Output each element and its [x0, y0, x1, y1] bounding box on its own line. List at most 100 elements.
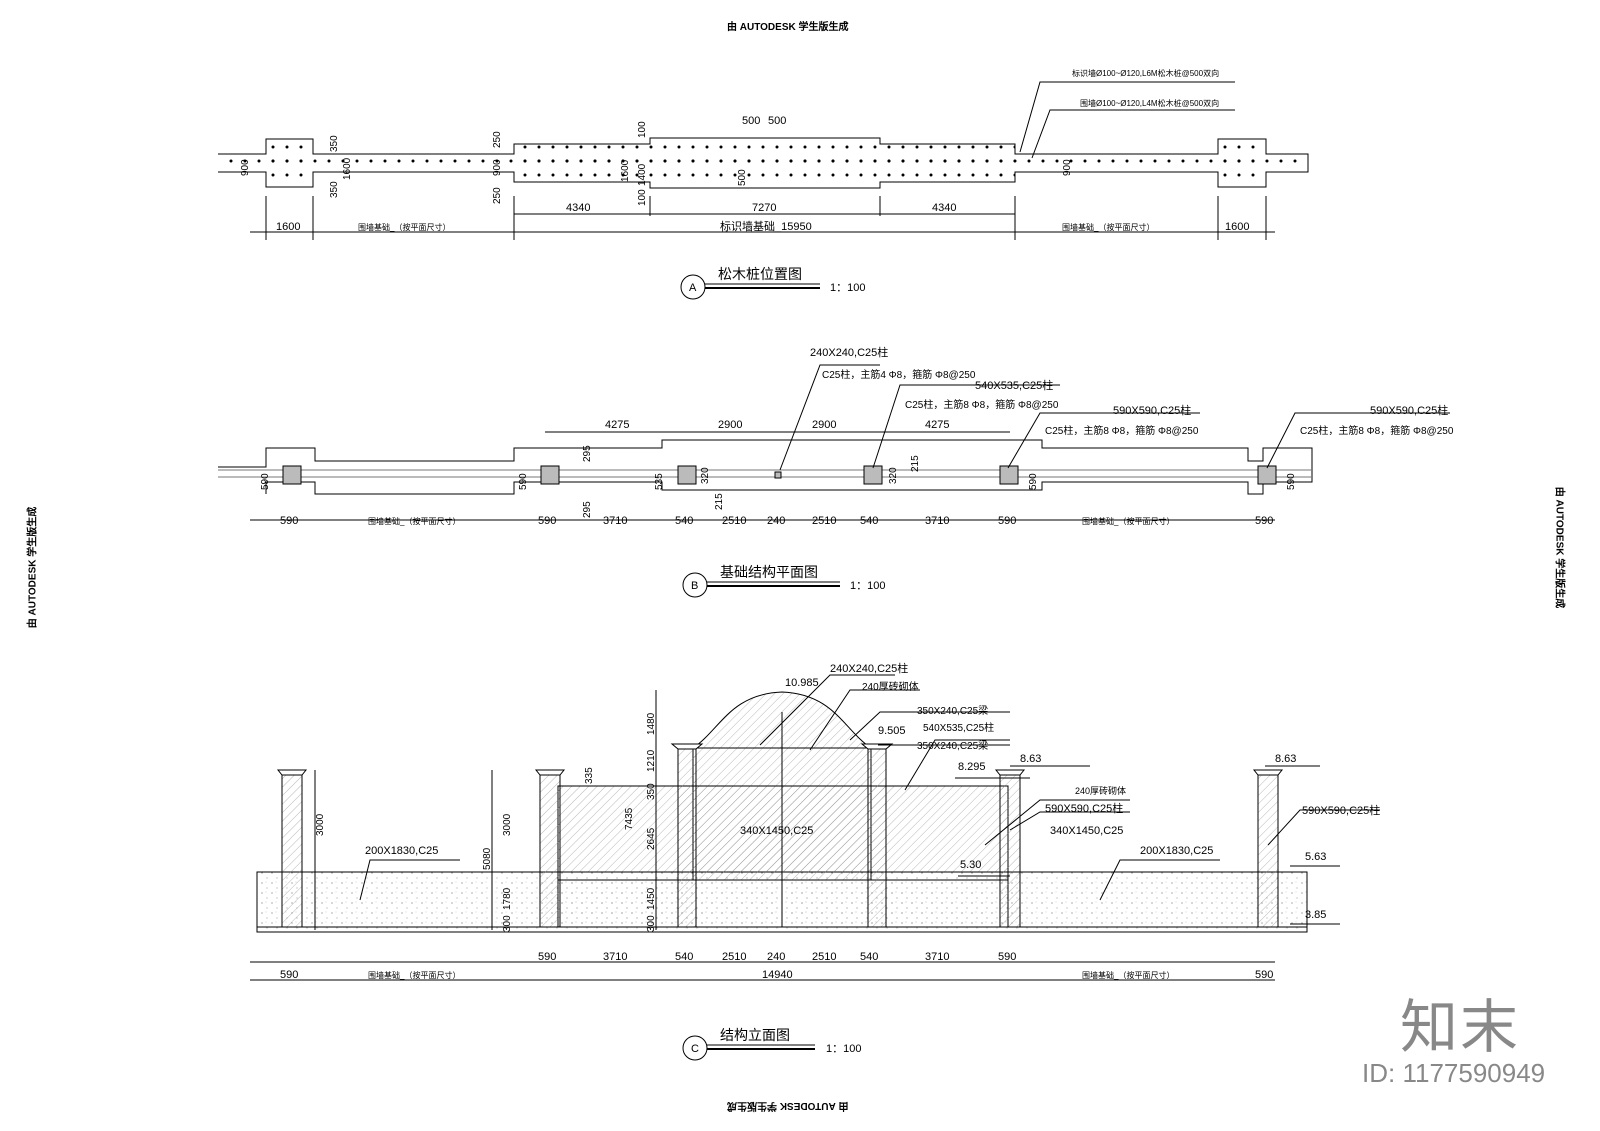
elev-c-level-6: 5.30 — [960, 859, 981, 871]
elev-c-label-11: 200X1830,C25 — [1140, 845, 1213, 857]
plan-b-bot-8: 3710 — [925, 515, 949, 527]
plan-b-top-4275a: 4275 — [605, 419, 629, 431]
plan-a-v-250a: 250 — [492, 131, 503, 148]
plan-b-v-215b: 215 — [910, 455, 921, 472]
plan-a-text: A 松木桩位置图 1：100 标识墙Ø100~Ø120,L6M松木桩@500双向… — [240, 68, 1249, 294]
elev-c-level-4: 8.63 — [1275, 753, 1296, 765]
elev-c-bot2-1: 14940 — [762, 969, 793, 981]
elev-c-bot-5: 2510 — [812, 951, 836, 963]
elev-c-bot-1: 3710 — [603, 951, 627, 963]
plan-b-v-535: 535 — [654, 473, 665, 490]
elev-c-bot2-0: 590 — [280, 969, 298, 981]
plan-a-dim-7270: 7270 — [752, 202, 776, 214]
elev-c-v-1450: 1450 — [646, 887, 657, 910]
elev-c-label-3: 540X535,C25柱 — [923, 721, 994, 734]
elev-c-label-5: 240厚砖砌体 — [1075, 785, 1126, 796]
elev-c-label-6: 590X590,C25柱 — [1045, 801, 1123, 815]
elev-c-v-300b: 300 — [646, 915, 657, 932]
plan-b-top-4275b: 4275 — [925, 419, 949, 431]
elev-c-bot-8: 590 — [998, 951, 1016, 963]
plan-a-v-1400: 1400 — [637, 163, 648, 186]
plan-b-v-295b: 295 — [582, 501, 593, 518]
elev-c-label-4: 350X240,C25梁 — [917, 739, 988, 752]
plan-b-v-590b: 590 — [518, 473, 529, 490]
elev-c-label-2: 350X240,C25梁 — [917, 704, 988, 717]
plan-b-top-2900b: 2900 — [812, 419, 836, 431]
plan-b-bot-3: 540 — [675, 515, 693, 527]
elev-c-level-3: 8.63 — [1020, 753, 1041, 765]
elev-c-level-0: 10.985 — [785, 677, 819, 689]
plan-b-note-2: C25柱，主筋4 Φ8，箍筋 Φ8@250 — [822, 368, 976, 381]
plan-a-v-900c: 900 — [1062, 159, 1073, 176]
plan-a-wall-left: 围墙基础_（按平面尺寸） — [358, 222, 450, 232]
plan-b-text: B 基础结构平面图 1：100 240X240,C25柱 C25柱，主筋4 Φ8… — [260, 345, 1454, 592]
plan-a-v-1600b: 1600 — [620, 159, 631, 182]
plan-b-note-7: 590X590,C25柱 — [1370, 403, 1448, 417]
elev-c-scale: 1：100 — [826, 1043, 861, 1055]
elev-c-v-1780: 1780 — [502, 887, 513, 910]
elev-c-label-7: 340X1450,C25 — [1050, 825, 1123, 837]
plan-b-bot-2: 3710 — [603, 515, 627, 527]
elev-c-level-7: 3.85 — [1305, 909, 1326, 921]
elev-c-bot-0: 590 — [538, 951, 556, 963]
plan-a-wall-right: 围墙基础_（按平面尺寸） — [1062, 222, 1154, 232]
watermark-id: ID: 1177590949 — [1362, 1058, 1546, 1088]
elev-c-wall-right: 围墙基础_（按平面尺寸） — [1082, 970, 1174, 980]
elev-c-v-1210: 1210 — [646, 749, 657, 772]
plan-b-title: 基础结构平面图 — [720, 564, 818, 580]
elev-c-level-2: 8.295 — [958, 761, 986, 773]
elev-c-bot-4: 240 — [767, 951, 785, 963]
elev-c-label-0: 240X240,C25柱 — [830, 661, 908, 675]
plan-a-v-1600a: 1600 — [342, 157, 353, 180]
elev-c-v-335: 335 — [584, 767, 595, 784]
elev-c-wall-left: 围墙基础_（按平面尺寸） — [368, 970, 460, 980]
elev-c-label-10: 340X1450,C25 — [740, 825, 813, 837]
elev-c-v-1480: 1480 — [646, 712, 657, 735]
plan-b-bot-5: 240 — [767, 515, 785, 527]
elev-c-title: 结构立面图 — [720, 1027, 790, 1043]
plan-b-v-320a: 320 — [700, 467, 711, 484]
elev-c-bot-6: 540 — [860, 951, 878, 963]
elev-c-v-3000a: 3000 — [315, 813, 326, 836]
plan-a-total-label: 标识墙基础_15950 — [720, 219, 812, 233]
plan-b-note-5: 590X590,C25柱 — [1113, 403, 1191, 417]
plan-b-bot-6: 2510 — [812, 515, 836, 527]
autodesk-stamp-top: 由 AUTODESK 学生版生成 — [727, 22, 849, 33]
plan-a-dim-1600-left: 1600 — [276, 221, 300, 233]
plan-a-v-100a: 100 — [637, 121, 648, 138]
plan-a-dim-4340-right: 4340 — [932, 202, 956, 214]
elevation-c — [250, 674, 1380, 1061]
plan-b-bot-10: 590 — [1255, 515, 1273, 527]
plan-a-dim-1600-right: 1600 — [1225, 221, 1249, 233]
plan-b-bot-9: 590 — [998, 515, 1016, 527]
plan-a-marker: A — [689, 282, 697, 294]
plan-b-note-1: 240X240,C25柱 — [810, 345, 888, 359]
plan-b-top-2900a: 2900 — [718, 419, 742, 431]
plan-a-v-900a: 900 — [240, 159, 251, 176]
plan-a-note1: 标识墙Ø100~Ø120,L6M松木桩@500双向 — [1072, 68, 1219, 78]
elev-c-v-300a: 300 — [502, 915, 513, 932]
elev-c-label-8: 200X1830,C25 — [365, 845, 438, 857]
plan-b-v-590d: 590 — [1286, 473, 1297, 490]
plan-a-top-500b: 500 — [768, 115, 786, 127]
plan-a-v-500: 500 — [737, 169, 748, 186]
plan-b-marker: B — [691, 580, 698, 592]
plan-b-v-590a: 590 — [260, 473, 271, 490]
elev-c-v-5080: 5080 — [482, 847, 493, 870]
elev-c-label-9: 590X590,C25柱 — [1302, 803, 1380, 817]
plan-b-note-6: C25柱，主筋8 Φ8，箍筋 Φ8@250 — [1045, 424, 1199, 437]
plan-b-v-320b: 320 — [888, 467, 899, 484]
plan-a-top-500a: 500 — [742, 115, 760, 127]
plan-b-wall-right: 围墙基础_（按平面尺寸） — [1082, 516, 1174, 526]
elev-c-bot2-2: 590 — [1255, 969, 1273, 981]
plan-b-note-3: C25柱，主筋8 Φ8，箍筋 Φ8@250 — [905, 398, 1059, 411]
elev-c-marker: C — [691, 1043, 699, 1055]
plan-a-v-350a: 350 — [329, 181, 340, 198]
plan-a-title: 松木桩位置图 — [718, 266, 802, 282]
plan-b-bot-0: 590 — [280, 515, 298, 527]
plan-b — [218, 364, 1450, 598]
elev-c-v-2645: 2645 — [646, 827, 657, 850]
plan-b-bot-1: 590 — [538, 515, 556, 527]
plan-a — [218, 81, 1309, 300]
